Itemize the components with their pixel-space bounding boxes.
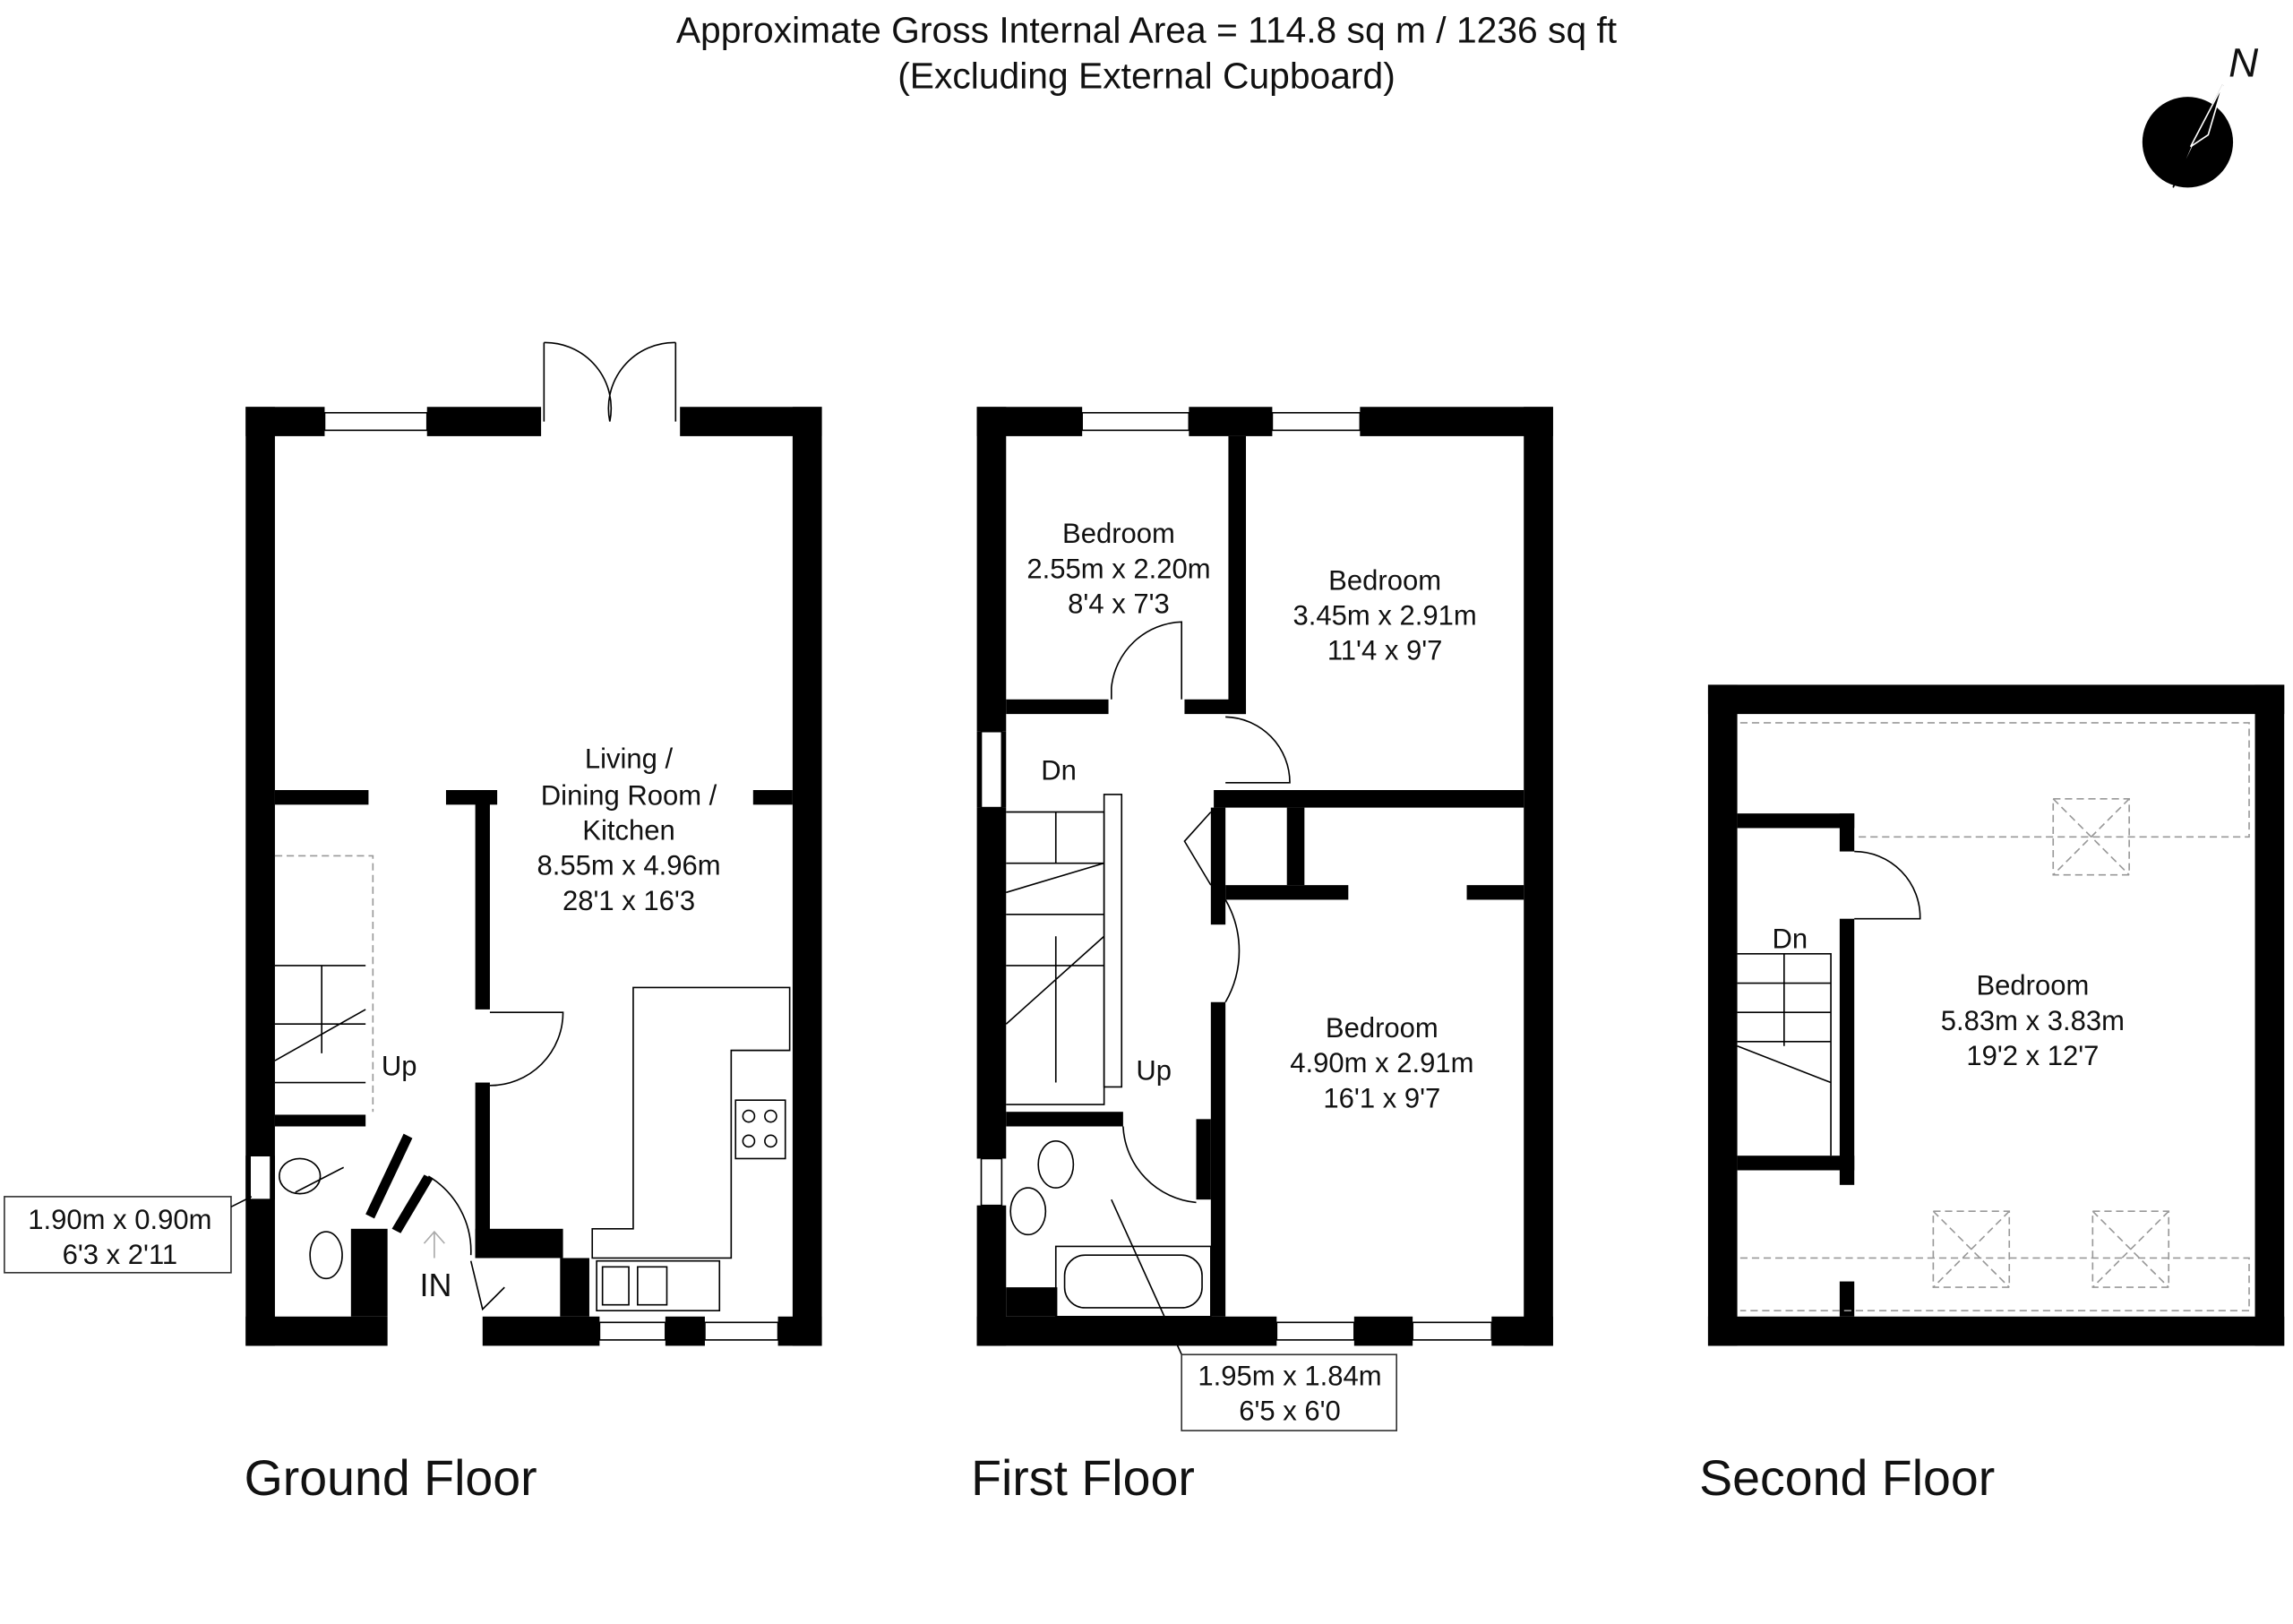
- room-dim-imperial: 19'2 x 12'7: [1966, 1040, 2099, 1071]
- wc-callout-box: [4, 1196, 232, 1274]
- stairs-up-label: Up: [1136, 1054, 1172, 1086]
- north-compass-icon: N: [2142, 39, 2259, 188]
- room-name-bedroom-loft: Bedroom: [1976, 970, 2089, 1001]
- area-title: Approximate Gross Internal Area = 114.8 …: [676, 10, 1618, 51]
- ground-floor-plan: [245, 341, 822, 1346]
- room-dim-metric: 8.55m x 4.96m: [537, 850, 720, 881]
- room-dim-metric: 5.83m x 3.83m: [1941, 1005, 2125, 1036]
- room-dim-imperial: 11'4 x 9'7: [1327, 635, 1443, 666]
- bath-dim-imperial: 6'5 x 6'0: [1239, 1396, 1341, 1427]
- room-dim-metric: 4.90m x 2.91m: [1290, 1047, 1473, 1078]
- bath-callout-box: [1181, 1353, 1397, 1431]
- room-dim-metric: 3.45m x 2.91m: [1293, 600, 1477, 632]
- room-name-kitchen: Kitchen: [582, 815, 674, 846]
- room-name-dining: Dining Room /: [541, 779, 717, 811]
- room-dim-imperial: 16'1 x 9'7: [1323, 1082, 1440, 1113]
- second-floor-plan: [1707, 684, 2285, 1346]
- room-dim-metric: 2.55m x 2.20m: [1026, 553, 1210, 584]
- first-floor-plan: [976, 407, 1553, 1355]
- wc-dim-imperial: 6'3 x 2'11: [63, 1239, 178, 1270]
- floor-title-second: Second Floor: [1699, 1450, 1995, 1506]
- stairs-up-label: Up: [382, 1050, 417, 1081]
- room-dim-imperial: 28'1 x 16'3: [563, 885, 695, 916]
- room-name-bedroom-rear: Bedroom: [1328, 564, 1441, 596]
- room-name-living: Living /: [585, 743, 674, 775]
- stairs-down-label: Dn: [1773, 923, 1808, 954]
- wc-dim-metric: 1.90m x 0.90m: [28, 1204, 211, 1235]
- area-subtitle: (Excluding External Cupboard): [897, 55, 1396, 96]
- entrance-label: IN: [420, 1267, 452, 1303]
- room-dim-imperial: 8'4 x 7'3: [1068, 588, 1170, 619]
- room-name-bedroom-front: Bedroom: [1326, 1012, 1438, 1044]
- north-label: N: [2229, 39, 2259, 85]
- bath-dim-metric: 1.95m x 1.84m: [1198, 1361, 1381, 1392]
- floor-title-ground: Ground Floor: [245, 1450, 537, 1506]
- room-name-bedroom-small: Bedroom: [1062, 518, 1175, 549]
- floor-title-first: First Floor: [971, 1450, 1195, 1506]
- stairs-down-label: Dn: [1041, 755, 1077, 786]
